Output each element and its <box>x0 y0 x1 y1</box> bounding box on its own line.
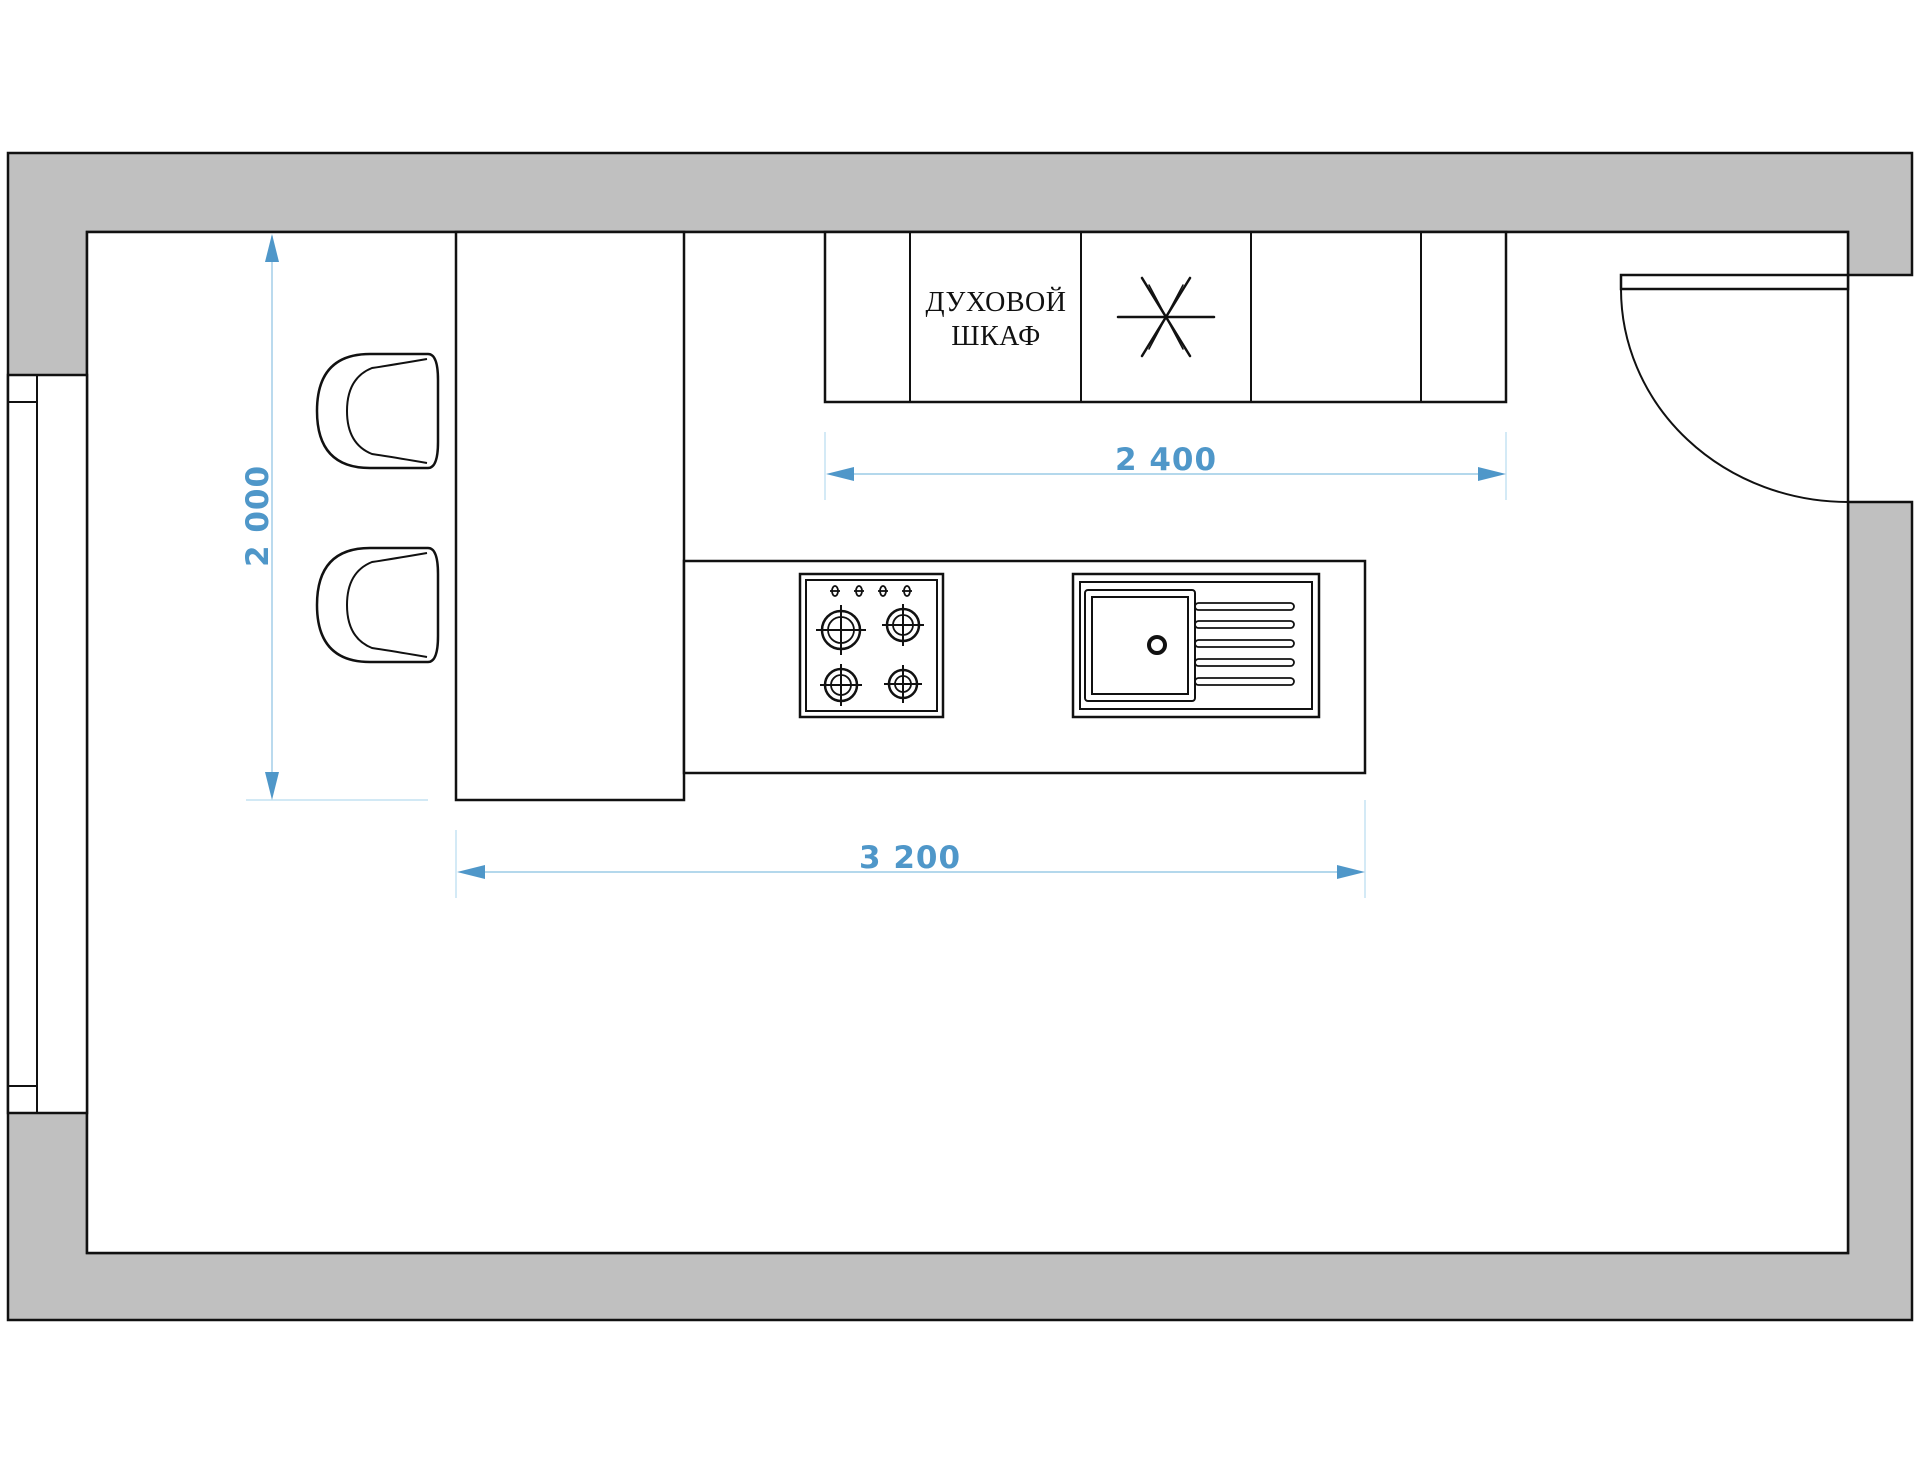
door <box>1619 273 1850 503</box>
hob-knobs <box>830 585 912 597</box>
window <box>6 373 89 1115</box>
dimension-bar-length-label: 2 000 <box>240 465 276 567</box>
fan-icon <box>1116 276 1216 358</box>
hob-burners <box>816 604 924 706</box>
upper-cabinet-run: ДУХОВОЙ ШКАФ <box>823 230 1508 404</box>
gas-hob-icon <box>798 572 945 719</box>
dimension-island-length: 3 200 <box>455 800 1366 898</box>
dimension-upper-run-label: 2 400 <box>1115 442 1217 478</box>
dimension-bar-length: 2 000 <box>240 234 428 801</box>
sink-icon <box>1071 572 1321 719</box>
door-leaf <box>1619 273 1850 291</box>
dimension-island-length-label: 3 200 <box>859 840 961 876</box>
oven-label-line2: ШКАФ <box>951 321 1041 352</box>
dimension-upper-run: 2 400 <box>824 432 1507 500</box>
bar-stool-2 <box>315 546 440 664</box>
bar-stool-1 <box>315 352 440 470</box>
oven-label-line1: ДУХОВОЙ <box>926 287 1067 318</box>
door-swing-arc <box>1620 288 1849 503</box>
bar-counter <box>454 230 686 802</box>
sink-drainer-ribs <box>1194 602 1295 686</box>
